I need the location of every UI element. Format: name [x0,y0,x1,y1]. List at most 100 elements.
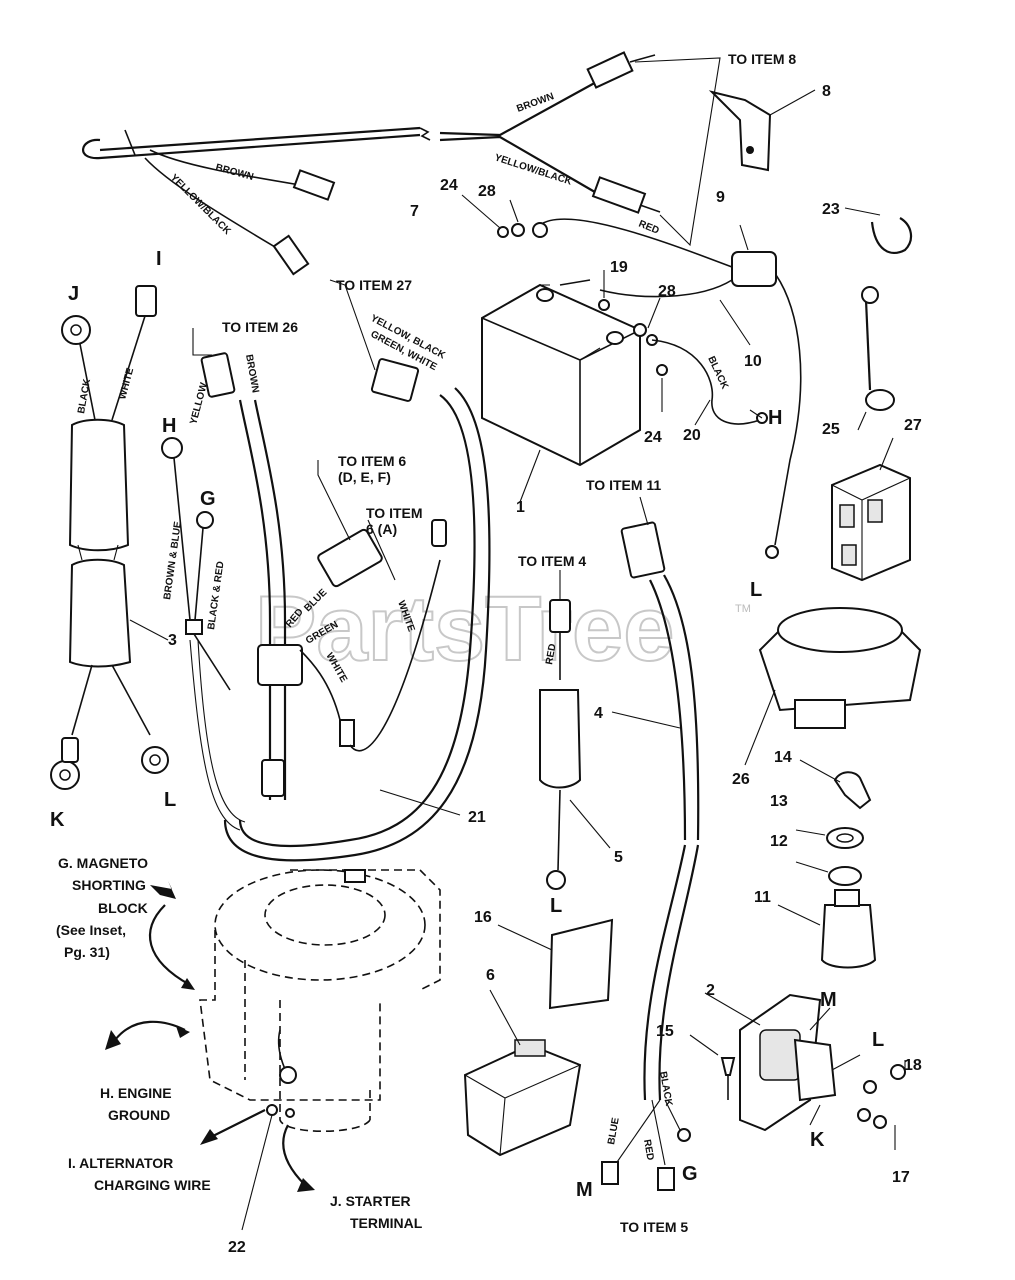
connector-to-item-27 [329,279,420,402]
solenoid-26 [744,607,922,766]
terminal-g: G [200,488,216,510]
watermark: PartsTree [255,578,674,680]
part-number-9: 9 [716,189,725,206]
part-number-2: 2 [706,982,715,999]
wire-black-red: BLACK & RED [206,561,226,631]
ground-leads-h-g [161,437,231,691]
note-to-item-26: TO ITEM 26 [222,319,298,335]
part-number-3: 3 [168,632,177,649]
terminal-k-plate: K [810,1129,825,1151]
note-to-item-4: TO ITEM 4 [518,553,586,569]
part-number-23: 23 [822,201,840,218]
wire-yellow-black-top: YELLOW/BLACK [493,152,574,188]
note-to-item-6-a-line2: 6 (A) [366,521,397,537]
part-number-13-visible: 13 [770,793,788,810]
terminal-l-item5: L [550,895,562,917]
part-number-24b: 24 [644,429,662,446]
part-number-10: 10 [744,353,762,370]
part-number-7: 7 [410,203,419,220]
note-to-item-6-def-line1: TO ITEM 6 [338,453,406,469]
wire-brown-blue: BROWN & BLUE [162,520,184,600]
note-to-item-8: TO ITEM 8 [728,51,796,67]
terminal-m-item4: M [576,1179,593,1201]
callout-h-line2: GROUND [108,1107,170,1123]
part-number-17: 17 [892,1169,910,1186]
connector-to-item-6 [299,460,447,752]
callout-g-line5: Pg. 31) [64,944,110,960]
terminal-j: J [68,283,79,305]
terminal-m-plate: M [820,989,837,1011]
part-number-24a: 24 [440,177,458,194]
note-to-item-27: TO ITEM 27 [336,277,412,293]
wire-blue-m: BLUE [606,1116,622,1145]
callout-g-line4: (See Inset, [56,922,126,938]
connector-6 [463,989,582,1157]
terminal-l-plate: L [872,1029,884,1051]
connector-to-item-26 [192,328,236,398]
part-number-1: 1 [516,499,525,516]
trademark: TM [735,603,751,615]
wire-black-20: BLACK [705,355,730,392]
terminal-h-battery: H [768,407,782,429]
part-number-25: 25 [822,421,840,438]
part-number-4: 4 [594,705,603,722]
part-number-5: 5 [614,849,623,866]
battery-1 [481,283,641,503]
terminal-k: K [50,809,65,831]
terminal-l-fuse: L [750,579,762,601]
wire-harness-7 [82,51,661,276]
callout-g-line1: G. MAGNETO [58,855,148,871]
wire-white-i: WHITE [117,366,136,400]
wire-brown-connector: BROWN [243,354,261,394]
note-to-item-11: TO ITEM 11 [586,477,661,493]
mounting-hardware-15-17-18 [689,1034,906,1150]
terminal-l: L [164,789,176,811]
lead-assembly-3 [50,285,169,790]
wire-brown-top: BROWN [515,91,555,115]
note-to-item-6-def-line2: (D, E, F) [338,469,391,485]
ignition-switch-11 [777,759,877,969]
clip-23 [870,217,913,255]
part-number-18: 18 [904,1057,922,1074]
fuse-holder-9 [539,218,802,559]
terminal-h: H [162,415,176,437]
callout-h-line1: H. ENGINE [100,1085,172,1101]
part-number-12: 12 [770,833,788,850]
callout-i-line1: I. ALTERNATOR [68,1155,173,1171]
part-number-11: 11 [754,889,771,906]
callout-i-line2: CHARGING WIRE [94,1177,211,1193]
cable-25 [857,286,895,431]
battery-hardware [461,194,668,412]
part-number-27: 27 [904,417,922,434]
part-number-14: 14 [774,749,792,766]
leader-to-item-8 [634,57,721,247]
wire-red-5: RED [544,643,559,666]
fuse-holder-5 [539,570,611,890]
part-number-16: 16 [474,909,492,926]
wire-yellow: YELLOW [188,381,210,426]
part-number-21: 21 [468,809,486,826]
part-number-19: 19 [610,259,628,276]
callout-g-line2: SHORTING [72,877,146,893]
callout-j-line2: TERMINAL [350,1215,423,1231]
callout-j-line1: J. STARTER [330,1193,411,1209]
callout-g-line3: BLOCK [98,900,148,916]
switch-plate-2 [704,992,837,1132]
terminal-i: I [156,248,162,270]
plate-16 [548,918,614,1010]
engine-outline [199,869,441,1132]
bracket-8 [708,89,816,172]
terminal-g-item4: G [682,1163,698,1185]
letter-leaders [749,409,861,1126]
wire-yellow-black-left: YELLOW/BLACK [168,172,233,237]
cable-4 [601,496,700,1191]
part-number-22: 22 [228,1239,246,1256]
wire-red-m: RED [641,1139,656,1162]
note-to-item-5: TO ITEM 5 [620,1219,688,1235]
part-number-15: 15 [656,1023,674,1040]
connector-27 [831,437,911,582]
wire-brown-left: BROWN [214,162,254,183]
part-number-28b: 28 [658,283,676,300]
part-number-28a: 28 [478,183,496,200]
